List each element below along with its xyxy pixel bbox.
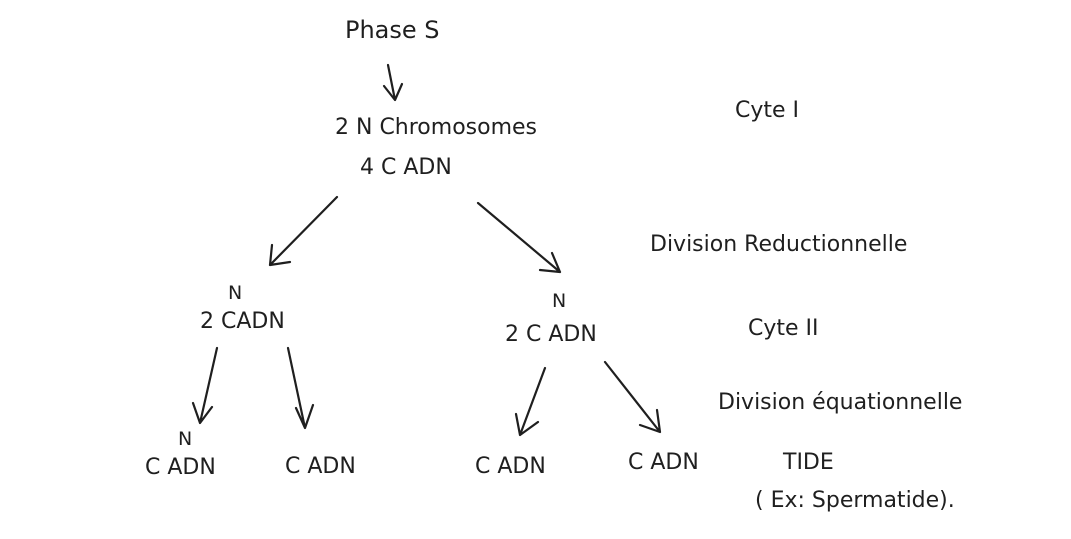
arrow-right-left (514, 366, 547, 437)
tide-label: TIDE (783, 450, 834, 475)
ploidy-label: N (228, 282, 243, 304)
arrow-phase-to-cyte1 (382, 63, 404, 102)
cyte2-left-adn: 2 CADN (200, 309, 285, 334)
arrow-left-right (286, 346, 315, 430)
division-equationnelle-label: Division équationnelle (718, 390, 963, 415)
division-reductionnelle-label: Division Reductionnelle (650, 232, 908, 257)
arrow-cyte1-right (476, 201, 562, 274)
ploidy-label: N (552, 290, 567, 312)
cyte1-adn-label: 4 C ADN (360, 155, 452, 180)
tide-adn: C ADN (285, 454, 356, 479)
arrow-cyte1-left (268, 195, 339, 267)
tide-adn: C ADN (628, 450, 699, 475)
tide-adn: C ADN (145, 455, 216, 480)
tide-adn: C ADN (475, 454, 546, 479)
arrow-right-right (603, 360, 662, 434)
phase-s-label: Phase S (345, 16, 440, 44)
cyte2-right-adn: 2 C ADN (505, 322, 597, 347)
ploidy-label: N (178, 428, 193, 450)
arrow-left-left (191, 346, 219, 425)
example-label: ( Ex: Spermatide). (755, 488, 955, 513)
cyte1-label: Cyte I (735, 98, 800, 123)
cyte2-label: Cyte II (748, 316, 819, 341)
chromosomes-label: 2 N Chromosomes (335, 115, 538, 140)
